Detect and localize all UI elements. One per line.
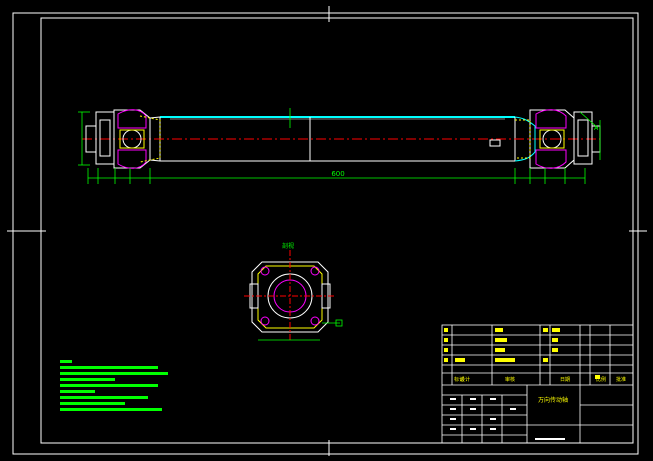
title-block-signature-3: 日期 [560, 377, 570, 383]
dimension-lines [78, 108, 601, 184]
left-universal-joint [85, 109, 161, 169]
side-marker-label: A [594, 125, 599, 132]
title-block-signature-2: 审核 [505, 376, 515, 383]
title-block-marks [444, 328, 600, 379]
overall-length-dimension: 600 [331, 170, 344, 178]
outer-sheet-border [12, 12, 639, 455]
flange-end-view: 剖视 [244, 242, 343, 341]
title-block [441, 324, 634, 444]
title-block-text: 标记 设计 审核 日期 批准 万向传动轴 比例 [454, 376, 626, 404]
title-block-lower-marks [450, 398, 565, 440]
title-block-signature-1: 设计 [460, 376, 470, 383]
title-block-mark-1: 标记 [454, 376, 464, 383]
drive-shaft-assembly-view: 600 A [78, 108, 601, 184]
section-view-label: 剖视 [282, 242, 294, 250]
technical-notes [60, 360, 168, 411]
title-block-signature-4: 批准 [616, 376, 626, 383]
title-block-scale-label: 比例 [596, 376, 606, 383]
centering-marks [7, 6, 647, 456]
drawing-name: 万向传动轴 [538, 396, 568, 404]
